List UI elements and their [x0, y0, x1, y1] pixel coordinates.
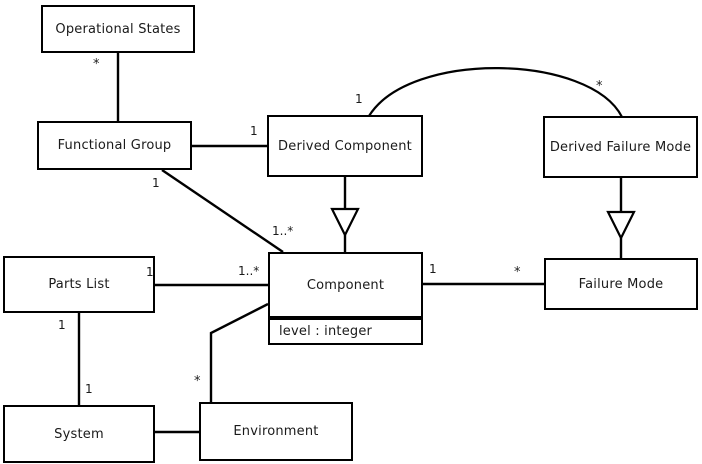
class-box-operational-states[interactable]: Operational States	[41, 5, 195, 53]
edge-derived-component-derived-failure-mode-arc	[368, 67, 623, 118]
class-name-operational-states: Operational States	[55, 21, 181, 37]
multiplicity-functional-group-component-many: 1..*	[272, 224, 294, 238]
class-box-derived-failure-mode[interactable]: Derived Failure Mode	[543, 116, 698, 178]
class-name-system: System	[54, 426, 104, 442]
class-box-derived-component[interactable]: Derived Component	[267, 115, 423, 177]
multiplicity-functional-group-one: 1	[152, 176, 160, 190]
multiplicity-operational-states-star: *	[93, 57, 100, 72]
multiplicity-parts-list-system-top: 1	[58, 318, 66, 332]
class-name-parts-list: Parts List	[48, 277, 110, 292]
generalization-triangle-derived-component	[330, 207, 360, 238]
multiplicity-failure-mode-star: *	[514, 265, 521, 280]
generalization-triangle-derived-failure-mode	[606, 210, 636, 241]
class-box-component[interactable]: Component	[268, 252, 423, 318]
class-box-environment[interactable]: Environment	[199, 402, 353, 461]
edge-environment-component	[209, 302, 269, 402]
class-attributes-component[interactable]: level : integer	[268, 318, 423, 345]
multiplicity-parts-list-system-bottom: 1	[85, 382, 93, 396]
class-name-functional-group: Functional Group	[57, 138, 172, 153]
multiplicity-parts-list-one: 1	[146, 265, 154, 279]
multiplicity-arc-one: 1	[355, 92, 363, 106]
multiplicity-parts-list-component-many: 1..*	[238, 264, 260, 278]
multiplicity-component-one: 1	[429, 262, 437, 276]
class-name-environment: Environment	[233, 424, 319, 439]
multiplicity-environment-star: *	[194, 374, 201, 389]
class-name-component: Component	[306, 277, 385, 293]
class-box-parts-list[interactable]: Parts List	[3, 256, 155, 313]
class-name-failure-mode: Failure Mode	[578, 276, 664, 292]
multiplicity-derived-component-one: 1	[250, 124, 258, 138]
edge-functional-group-component	[161, 169, 284, 253]
multiplicity-arc-star: *	[596, 79, 603, 94]
class-box-failure-mode[interactable]: Failure Mode	[544, 258, 698, 310]
class-attribute-component-level: level : integer	[279, 324, 373, 339]
class-box-system[interactable]: System	[3, 405, 155, 463]
class-name-derived-failure-mode: Derived Failure Mode	[549, 139, 692, 155]
class-box-functional-group[interactable]: Functional Group	[37, 121, 192, 170]
class-name-derived-component: Derived Component	[278, 138, 412, 154]
